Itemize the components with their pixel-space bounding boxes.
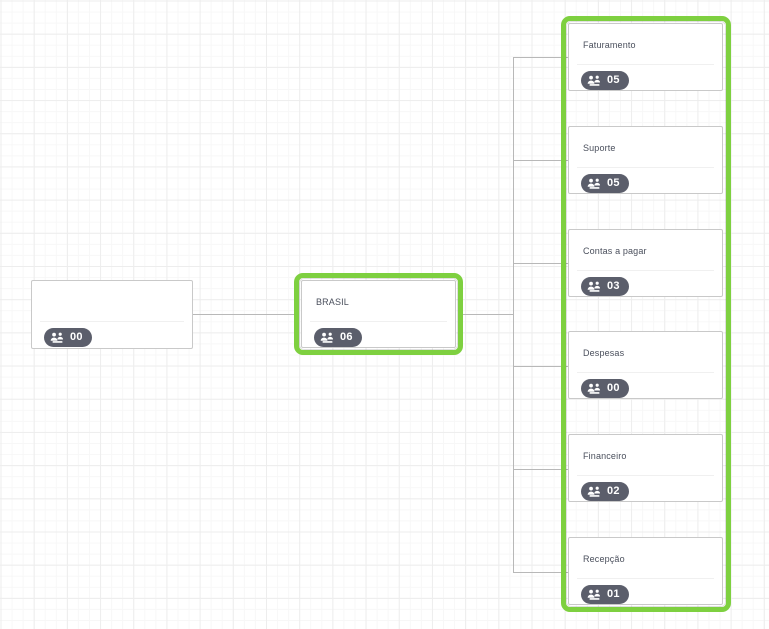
node-child-2-divider xyxy=(577,167,714,168)
node-child-1[interactable]: Faturamento 05 xyxy=(568,23,723,91)
node-brasil-title: BRASIL xyxy=(316,297,349,307)
node-child-6-title: Recepção xyxy=(583,554,625,564)
connector-branch-to-trunk xyxy=(463,314,514,315)
node-child-6-member-count: 01 xyxy=(607,588,620,600)
connector-trunk-to-child-4 xyxy=(513,366,568,367)
node-root[interactable]: 00 xyxy=(31,280,193,349)
group-people-icon xyxy=(587,178,601,189)
connector-trunk-to-child-3 xyxy=(513,263,568,264)
group-people-icon xyxy=(587,75,601,86)
node-root-member-badge[interactable]: 00 xyxy=(44,328,92,347)
connector-trunk-to-child-2 xyxy=(513,160,568,161)
node-child-4[interactable]: Despesas 00 xyxy=(568,331,723,399)
connector-trunk-vertical xyxy=(513,57,514,573)
node-child-3-divider xyxy=(577,270,714,271)
node-child-6[interactable]: Recepção 01 xyxy=(568,537,723,605)
node-root-divider xyxy=(40,321,184,322)
group-people-icon xyxy=(587,589,601,600)
node-child-2-member-count: 05 xyxy=(607,177,620,189)
node-child-4-member-badge[interactable]: 00 xyxy=(581,379,629,398)
connector-trunk-to-child-6 xyxy=(513,572,568,573)
node-child-1-member-badge[interactable]: 05 xyxy=(581,71,629,90)
node-child-2-title: Suporte xyxy=(583,143,616,153)
node-child-5-title: Financeiro xyxy=(583,451,627,461)
node-child-1-divider xyxy=(577,64,714,65)
node-root-member-count: 00 xyxy=(70,331,83,343)
node-child-3-title: Contas a pagar xyxy=(583,246,647,256)
group-people-icon xyxy=(320,332,334,343)
node-brasil-divider xyxy=(310,321,447,322)
node-brasil-member-count: 06 xyxy=(340,331,353,343)
group-people-icon xyxy=(587,383,601,394)
group-people-icon xyxy=(50,332,64,343)
selection-group-inner-shade xyxy=(566,21,726,607)
node-child-3-member-count: 03 xyxy=(607,280,620,292)
node-child-1-member-count: 05 xyxy=(607,74,620,86)
group-people-icon xyxy=(587,281,601,292)
selection-highlight-children-group xyxy=(561,16,731,612)
node-child-2-member-badge[interactable]: 05 xyxy=(581,174,629,193)
connector-root-to-branch xyxy=(192,314,294,315)
connector-trunk-to-child-5 xyxy=(513,469,568,470)
node-child-3[interactable]: Contas a pagar 03 xyxy=(568,229,723,297)
node-child-5-member-badge[interactable]: 02 xyxy=(581,482,629,501)
group-people-icon xyxy=(587,486,601,497)
node-child-6-member-badge[interactable]: 01 xyxy=(581,585,629,604)
node-child-6-divider xyxy=(577,578,714,579)
node-child-4-member-count: 00 xyxy=(607,382,620,394)
node-child-5[interactable]: Financeiro 02 xyxy=(568,434,723,502)
node-child-4-divider xyxy=(577,372,714,373)
node-child-1-title: Faturamento xyxy=(583,40,636,50)
connector-trunk-to-child-1 xyxy=(513,57,568,58)
node-child-5-divider xyxy=(577,475,714,476)
node-child-4-title: Despesas xyxy=(583,348,625,358)
node-brasil-member-badge[interactable]: 06 xyxy=(314,328,362,347)
node-child-5-member-count: 02 xyxy=(607,485,620,497)
node-child-2[interactable]: Suporte 05 xyxy=(568,126,723,194)
node-child-3-member-badge[interactable]: 03 xyxy=(581,277,629,296)
node-brasil[interactable]: BRASIL 06 xyxy=(301,280,456,348)
